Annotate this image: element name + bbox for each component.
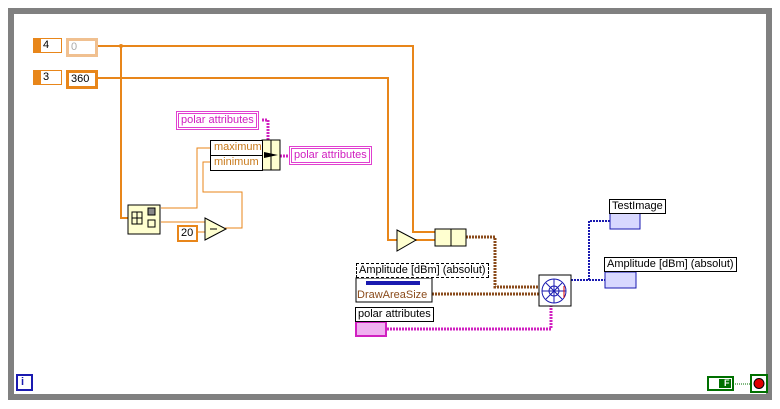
testimage-label: TestImage <box>609 199 666 214</box>
end-angle-indicator: 360 <box>66 70 98 89</box>
start-angle-indicator: 0 <box>66 38 98 57</box>
wire-end-angle <box>97 77 397 241</box>
minimum-element[interactable]: minimum <box>210 155 263 171</box>
wire-junction <box>119 44 123 48</box>
iteration-label: i <box>21 376 25 388</box>
amplitude-terminal[interactable] <box>604 271 637 289</box>
polar-attributes-terminal[interactable] <box>355 321 387 337</box>
wire-polar-in <box>262 118 270 142</box>
wire-max <box>161 147 210 209</box>
iteration-terminal <box>16 374 33 391</box>
wire-polar-term <box>387 306 553 331</box>
false-label: F <box>724 378 730 388</box>
wire-picture-branch <box>588 220 610 280</box>
while-loop-frame[interactable] <box>8 8 772 400</box>
testimage-terminal[interactable] <box>609 212 641 230</box>
wire-bundle-out <box>466 235 539 289</box>
amplitude-indicator-label: Amplitude [dBm] (absolut) <box>604 257 737 272</box>
polar-attributes-indicator[interactable]: polar attributes <box>289 146 372 165</box>
negate-node[interactable] <box>396 229 418 252</box>
amplitude-control-label: Amplitude [dBm] (absolut) <box>356 263 489 278</box>
polar-attributes-control[interactable]: polar attributes <box>176 111 259 130</box>
wire-start-angle <box>96 45 435 233</box>
maximum-element[interactable]: maximum <box>210 140 263 156</box>
wire-sub-out <box>202 161 243 229</box>
wire-branch <box>120 46 128 219</box>
ring-constant-3[interactable]: 3 <box>40 70 62 85</box>
ring-constant-4[interactable]: 4 <box>40 38 62 53</box>
constant-20[interactable]: 20 <box>177 225 198 242</box>
drawareasize-property[interactable]: DrawAreaSize <box>357 289 428 301</box>
polar-attributes-label: polar attributes <box>355 307 434 322</box>
